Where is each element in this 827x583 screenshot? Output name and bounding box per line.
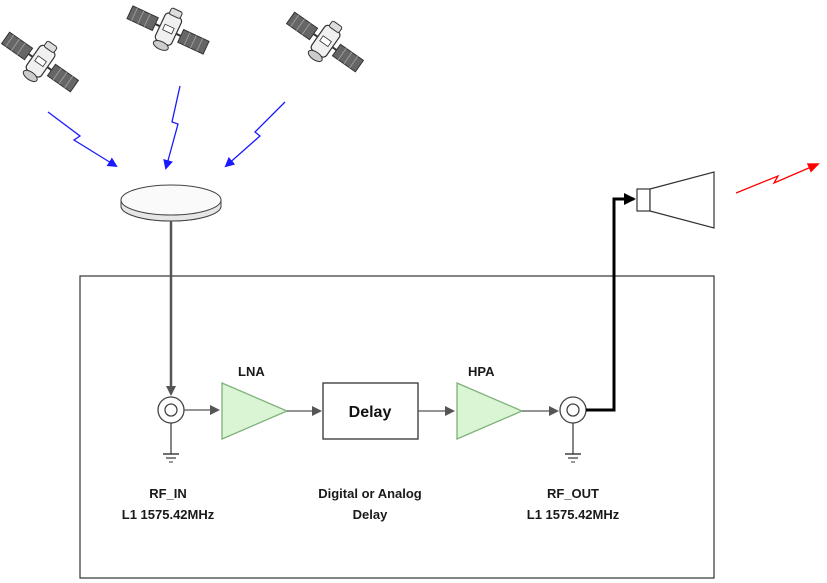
satellite-icon: [0, 18, 89, 105]
lna-label: LNA: [238, 364, 265, 379]
delay-block-label: Delay: [349, 404, 392, 421]
horn-antenna-icon: [636, 171, 715, 229]
coax-connector-icon: [559, 396, 587, 440]
delay-description: Digital or Analog: [318, 486, 422, 501]
rf-out-frequency: L1 1575.42MHz: [527, 507, 620, 522]
patch-antenna-icon: [120, 184, 222, 222]
incoming-signal-bolt: [47, 111, 118, 168]
lna-amplifier: [221, 382, 289, 440]
ground-icon: [162, 439, 180, 463]
coax-connector-icon: [157, 396, 185, 440]
delay-description-line2: Delay: [353, 507, 388, 522]
repeater-enclosure: [79, 275, 715, 579]
rf-in-frequency: L1 1575.42MHz: [122, 507, 215, 522]
rf-out-label: RF_OUT: [547, 486, 599, 501]
antenna-output-line: [586, 193, 636, 412]
ground-icon: [564, 439, 582, 463]
hpa-label: HPA: [468, 364, 495, 379]
hpa-amplifier: [456, 382, 524, 440]
outgoing-signal-bolt: [735, 163, 820, 194]
delay-block: [322, 382, 419, 440]
satellite-icon: [277, 0, 374, 85]
incoming-signal-bolt: [163, 85, 181, 170]
incoming-signal-bolt: [224, 101, 286, 168]
rf-in-label: RF_IN: [149, 486, 187, 501]
satellite-icon: [120, 0, 217, 68]
